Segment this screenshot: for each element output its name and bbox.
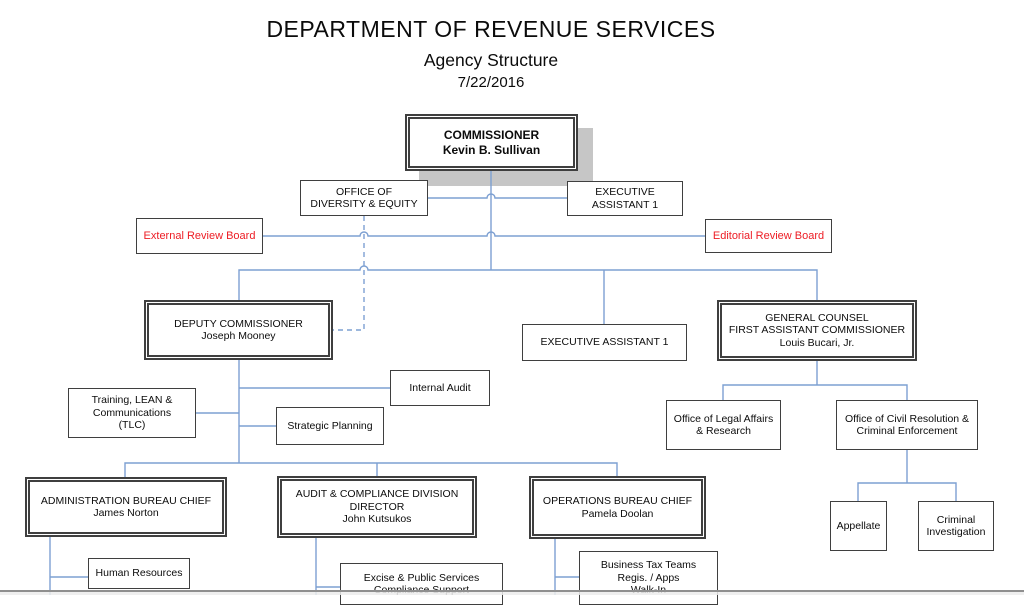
org-box-human-resources: Human Resources [88,558,190,589]
org-box-internal-audit: Internal Audit [390,370,490,406]
org-box-general-counsel: GENERAL COUNSEL FIRST ASSISTANT COMMISSI… [717,300,917,361]
org-box-commissioner: COMMISSIONER Kevin B. Sullivan [405,114,578,171]
org-box-editorial-review-board: Editorial Review Board [705,219,832,253]
org-box-office-of-civil-resolution: Office of Civil Resolution & Criminal En… [836,400,978,450]
org-box-executive-assistant-1-top: EXECUTIVE ASSISTANT 1 [567,181,683,216]
org-box-office-of-diversity-equity: OFFICE OF DIVERSITY & EQUITY [300,180,428,216]
org-box-strategic-planning: Strategic Planning [276,407,384,445]
page-title: DEPARTMENT OF REVENUE SERVICES [266,16,716,42]
window-bottom-edge [0,590,1024,592]
org-box-training-lean-communications: Training, LEAN & Communications (TLC) [68,388,196,438]
org-box-office-of-legal-affairs: Office of Legal Affairs & Research [666,400,781,450]
org-box-audit-compliance-division-director: AUDIT & COMPLIANCE DIVISION DIRECTOR Joh… [277,476,477,538]
org-box-criminal-investigation: Criminal Investigation [918,501,994,551]
org-box-deputy-commissioner: DEPUTY COMMISSIONER Joseph Mooney [144,300,333,360]
page-date: 7/22/2016 [457,74,525,91]
org-box-appellate: Appellate [830,501,887,551]
org-box-administration-bureau-chief: ADMINISTRATION BUREAU CHIEF James Norton [25,477,227,537]
org-box-operations-bureau-chief: OPERATIONS BUREAU CHIEF Pamela Doolan [529,476,706,539]
page-subtitle: Agency Structure [423,50,559,70]
org-box-external-review-board: External Review Board [136,218,263,254]
org-box-executive-assistant-1-mid: EXECUTIVE ASSISTANT 1 [522,324,687,361]
org-box-excise-public-services: Excise & Public Services Compliance Supp… [340,563,503,605]
org-box-business-tax-teams: Business Tax Teams Regis. / Apps Walk-In [579,551,718,605]
page-header: DEPARTMENT OF REVENUE SERVICES Agency St… [0,16,1003,91]
window-bottom-edge-fill [0,591,1024,595]
